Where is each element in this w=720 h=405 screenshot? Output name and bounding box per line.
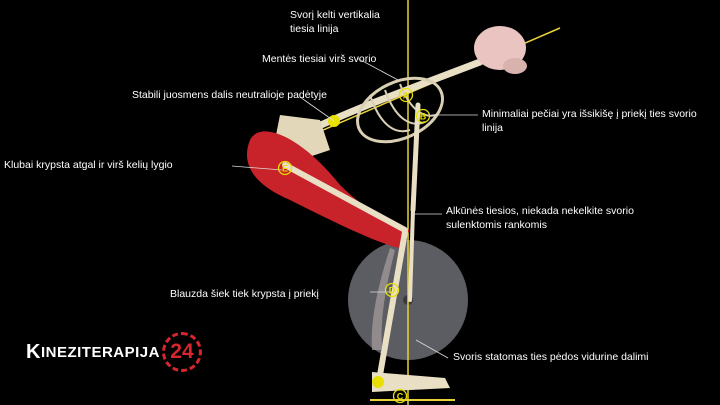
label-shin: Blauzda šiek tiek krypsta į priekį [170, 288, 319, 300]
logo-number: 24 [161, 332, 202, 372]
svg-text:D: D [389, 286, 396, 296]
spine [296, 58, 484, 139]
logo: K INEZITERAPIJA 24 [26, 332, 202, 372]
svg-text:C: C [397, 392, 404, 402]
jaw [503, 58, 527, 74]
marker-b: B [415, 108, 431, 124]
forearm [408, 208, 415, 302]
femur [282, 162, 408, 233]
tibia [377, 229, 408, 378]
ankle-dot [372, 376, 384, 388]
rib-cage [356, 76, 444, 144]
label-elbows: Alkūnės tiesios, niekada nekelkite svori… [446, 205, 634, 231]
label-vertical-line: Svorį kelti vertikalia tiesia linija [290, 9, 380, 35]
pointer-lines [231, 57, 478, 359]
marker-e: E [277, 160, 293, 176]
marker-c: C [392, 388, 408, 404]
label-shoulder-blades: Mentės tiesiai virš svorio [262, 53, 377, 65]
label-hips: Klubai krypsta atgal ir virš kelių lygio [4, 159, 173, 171]
label-shoulders: Minimaliai pečiai yra išsikišę į priekį … [482, 108, 697, 134]
label-lumbar: Stabili juosmens dalis neutralioje padėt… [132, 89, 327, 101]
svg-text:B: B [420, 112, 427, 122]
logo-first-letter: K [26, 340, 41, 363]
marker-d: D [384, 282, 400, 298]
svg-text:E: E [282, 164, 288, 174]
upper-arm [410, 102, 421, 213]
calf-muscle [371, 248, 395, 350]
logo-text: INEZITERAPIJA [40, 343, 160, 361]
marker-a: A [398, 87, 414, 103]
foot [372, 372, 450, 392]
label-weight-position: Svoris statomas ties pėdos vidurine dali… [453, 351, 649, 363]
svg-text:A: A [403, 91, 410, 101]
